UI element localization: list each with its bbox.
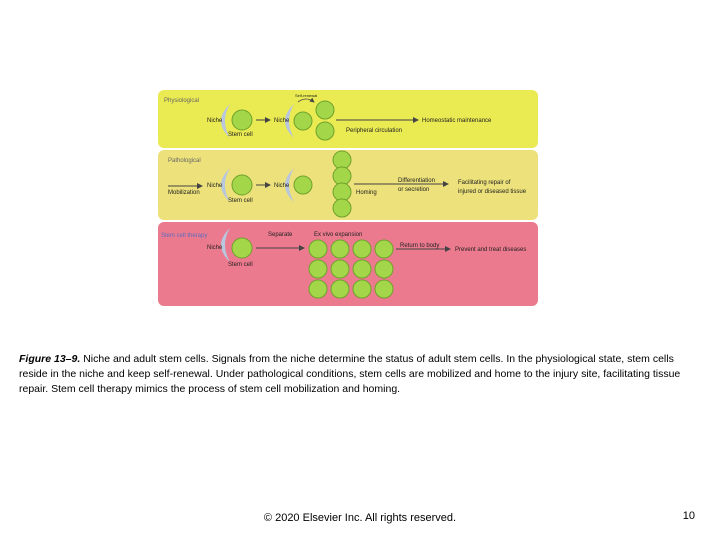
injured-tissue-label: injured or diseased tissue <box>458 189 527 195</box>
stem-cell-niche-diagram: Physiological Niche Stem cell Niche Self… <box>158 88 540 310</box>
peripheral-circulation-label: Peripheral circulation <box>346 128 402 134</box>
stem-cell <box>294 112 312 130</box>
niche-label: Niche <box>207 183 223 189</box>
stem-cell <box>232 175 252 195</box>
stem-cell <box>316 122 334 140</box>
stem-cell <box>333 151 351 169</box>
stem-cell-label: Stem cell <box>228 262 253 268</box>
page-number: 10 <box>683 510 695 522</box>
stem-cell <box>232 238 252 258</box>
stem-cell <box>375 260 393 278</box>
stem-cell <box>333 199 351 217</box>
prevent-treat-label: Prevent and treat diseases <box>455 247 526 253</box>
niche-label: Niche <box>207 118 223 124</box>
stem-cell <box>353 260 371 278</box>
stem-cell <box>331 260 349 278</box>
homeostatic-maintenance-label: Homeostatic maintenance <box>422 118 492 124</box>
stem-cell <box>375 280 393 298</box>
secretion-label: or secretion <box>398 187 429 193</box>
homing-label: Homing <box>356 190 377 196</box>
therapy-panel: Stem cell therapy Niche Stem cell Separa… <box>158 222 538 306</box>
physiological-panel: Physiological Niche Stem cell Niche Self… <box>158 90 538 148</box>
stem-cell <box>353 240 371 258</box>
physiological-title: Physiological <box>164 98 199 104</box>
separate-label: Separate <box>268 232 293 238</box>
stem-cell <box>331 280 349 298</box>
stem-cell <box>309 240 327 258</box>
niche-label: Niche <box>207 245 223 251</box>
stem-cell <box>316 101 334 119</box>
stem-cell <box>333 183 351 201</box>
facilitating-repair-label: Facilitating repair of <box>458 180 511 186</box>
figure-label: Figure 13–9. <box>19 353 80 365</box>
self-renewal-label: Self-renewal <box>295 93 317 98</box>
differentiation-label: Differentiation <box>398 178 435 184</box>
mobilization-label: Mobilization <box>168 190 200 196</box>
stem-cell <box>375 240 393 258</box>
stem-cell <box>333 167 351 185</box>
copyright-notice: © 2020 Elsevier Inc. All rights reserved… <box>0 512 720 524</box>
stem-cell <box>331 240 349 258</box>
stem-cell-label: Stem cell <box>228 132 253 138</box>
niche-label: Niche <box>274 118 290 124</box>
pathological-title: Pathological <box>168 158 201 164</box>
stem-cell <box>232 110 252 130</box>
caption-text: Niche and adult stem cells. Signals from… <box>19 353 680 395</box>
pathological-panel: Pathological Mobilization Niche Stem cel… <box>158 150 538 220</box>
ex-vivo-expansion-label: Ex vivo expansion <box>314 232 362 238</box>
stem-cell <box>353 280 371 298</box>
return-to-body-label: Return to body <box>400 243 439 249</box>
stem-cell <box>294 176 312 194</box>
niche-label: Niche <box>274 183 290 189</box>
stem-cell <box>309 280 327 298</box>
stem-cell <box>309 260 327 278</box>
therapy-title: Stem cell therapy <box>161 233 207 239</box>
stem-cell-label: Stem cell <box>228 198 253 204</box>
figure-caption: Figure 13–9. Niche and adult stem cells.… <box>19 352 701 397</box>
